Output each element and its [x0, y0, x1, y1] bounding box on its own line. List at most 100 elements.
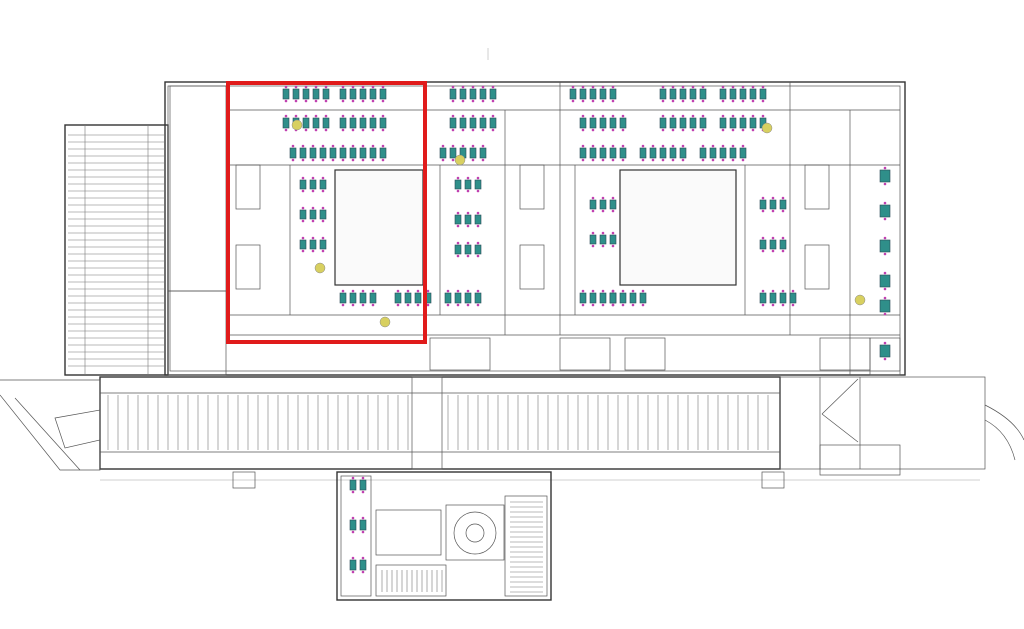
desk [379, 88, 387, 100]
chair [761, 196, 765, 200]
desk [769, 199, 777, 210]
chair [371, 85, 375, 89]
chair [351, 303, 355, 307]
chair [771, 289, 775, 293]
chair [351, 516, 355, 520]
desk [679, 88, 687, 100]
chair [591, 144, 595, 148]
chair [883, 287, 887, 291]
chair [761, 249, 765, 253]
chair [581, 99, 585, 103]
desk [479, 117, 487, 129]
chair [651, 144, 655, 148]
desk [729, 117, 737, 129]
chair [671, 128, 675, 132]
desk [379, 117, 387, 129]
left-hatched-block [64, 85, 227, 376]
chair [771, 303, 775, 307]
chair [611, 231, 615, 235]
chair [381, 114, 385, 118]
desk [599, 199, 607, 210]
desk [474, 244, 482, 255]
chair [361, 490, 365, 494]
chair [741, 128, 745, 132]
chair [351, 114, 355, 118]
chair [466, 176, 470, 180]
chair [491, 114, 495, 118]
chair [321, 219, 325, 223]
desk [879, 239, 891, 253]
desk [464, 244, 472, 255]
chair [581, 289, 585, 293]
chair [631, 289, 635, 293]
chair [601, 196, 605, 200]
chair [721, 85, 725, 89]
chair [781, 303, 785, 307]
desk [589, 292, 597, 304]
desk [669, 88, 677, 100]
desk [319, 179, 327, 190]
chair [351, 99, 355, 103]
chair [883, 166, 887, 170]
chair [601, 231, 605, 235]
desk [369, 292, 377, 304]
chair [741, 99, 745, 103]
desk [679, 117, 687, 129]
desk [739, 117, 747, 129]
chair [701, 114, 705, 118]
chair [721, 99, 725, 103]
desk [449, 147, 457, 159]
desk [479, 88, 487, 100]
round-table [854, 294, 866, 306]
chair [721, 144, 725, 148]
workstations [282, 85, 891, 574]
chair [284, 85, 288, 89]
chair [476, 211, 480, 215]
courtyard-left [334, 169, 424, 286]
chair [451, 144, 455, 148]
main-office-wing [164, 81, 906, 376]
desk [439, 147, 447, 159]
desk [309, 147, 317, 159]
desk [589, 199, 597, 210]
chair [396, 289, 400, 293]
desk [659, 117, 667, 129]
chair [321, 206, 325, 210]
chair [761, 114, 765, 118]
desk [689, 88, 697, 100]
chair [304, 85, 308, 89]
chair [591, 85, 595, 89]
chair [301, 206, 305, 210]
chair [701, 85, 705, 89]
desk [464, 179, 472, 190]
chair [631, 303, 635, 307]
canopy [0, 376, 1024, 481]
chair [471, 128, 475, 132]
chair [351, 128, 355, 132]
chair [324, 128, 328, 132]
desk [489, 117, 497, 129]
desk [369, 88, 377, 100]
chair [491, 128, 495, 132]
desk [299, 179, 307, 190]
chair [351, 570, 355, 574]
desk [579, 88, 587, 100]
chair [883, 341, 887, 345]
chair [351, 85, 355, 89]
desk [339, 88, 347, 100]
round-table [314, 262, 326, 274]
chair [791, 303, 795, 307]
chair [456, 303, 460, 307]
chair [456, 176, 460, 180]
chair [771, 209, 775, 213]
desk [469, 147, 477, 159]
chair [731, 158, 735, 162]
chair [416, 289, 420, 293]
desk [769, 239, 777, 250]
chair [381, 158, 385, 162]
chair [621, 114, 625, 118]
desk [312, 88, 320, 100]
chair [341, 144, 345, 148]
chair [456, 211, 460, 215]
chair [661, 114, 665, 118]
